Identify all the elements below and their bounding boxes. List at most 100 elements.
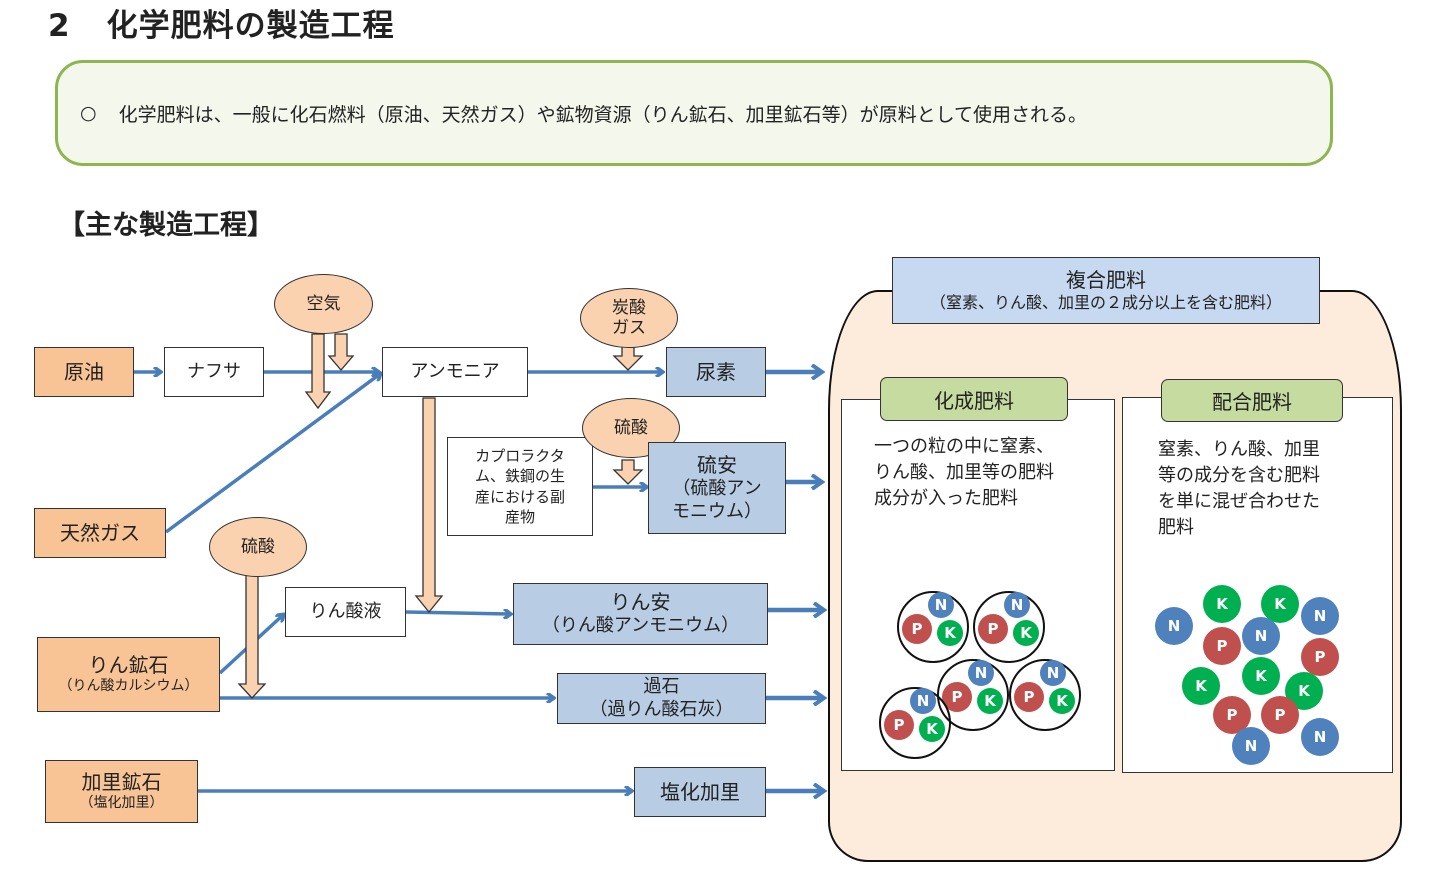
input-co2-line: ガス [612, 318, 646, 338]
diagram-subtitle: 【主な製造工程】 [58, 210, 274, 241]
product-potassium-chloride: 塩化加里 [634, 767, 766, 817]
raw-natural-gas: 天然ガス [34, 508, 166, 558]
phosphorus-particle: P [1261, 696, 1299, 734]
blended-fertilizer-label: 配合肥料 [1212, 390, 1292, 414]
raw-crude-oil-label: 原油 [64, 359, 104, 384]
block-arrow-co2 [612, 345, 644, 371]
product-ammonium-sulfate-note: （硫酸アン [672, 478, 762, 499]
input-sulfuric-acid-2-label: 硫酸 [241, 536, 275, 557]
phosphorus-particle: P [1301, 638, 1339, 676]
block-arrow-ammonia-down [414, 397, 444, 614]
blended-fertilizer-tag: 配合肥料 [1161, 379, 1343, 422]
raw-phosphate-rock: りん鉱石 （りん酸カルシウム） [37, 637, 220, 712]
granule [879, 687, 951, 759]
node-byproduct: カプロラクタ ム、鉄鋼の生 産における副 産物 [447, 437, 593, 536]
intro-text: 化学肥料は、一般に化石燃料（原油、天然ガス）や鉱物資源（りん鉱石、加里鉱石等）が… [118, 103, 1088, 126]
description-line: 窒素、りん酸、加里 [1158, 439, 1320, 460]
product-ammonium-phosphate: りん安 （りん酸アンモニウム） [513, 583, 768, 645]
raw-crude-oil: 原油 [34, 347, 134, 397]
granule [973, 591, 1045, 663]
potassium-particle: K [1182, 667, 1220, 705]
product-urea: 尿素 [666, 347, 766, 397]
compound-fertilizer-note: （窒素、りん酸、加里の２成分以上を含む肥料） [929, 293, 1282, 312]
phosphorus-particle: P [1203, 627, 1241, 665]
input-sulfuric-acid-1-label: 硫酸 [614, 417, 648, 438]
nitrogen-particle: N [910, 688, 936, 714]
byproduct-line: 産物 [504, 507, 535, 526]
raw-natural-gas-label: 天然ガス [60, 520, 140, 545]
nitrogen-particle: N [928, 592, 954, 618]
raw-potash-ore: 加里鉱石 （塩化加里） [45, 760, 198, 823]
description-line: 等の成分を含む肥料 [1158, 465, 1320, 487]
product-superphosphate-label: 過石 [643, 676, 680, 697]
input-air-label: 空気 [306, 293, 341, 314]
nitrogen-particle: N [1040, 660, 1066, 686]
granule [897, 591, 969, 663]
chemical-fertilizer-tag: 化成肥料 [880, 377, 1068, 421]
intro-box: ○ 化学肥料は、一般に化石燃料（原油、天然ガス）や鉱物資源（りん鉱石、加里鉱石等… [55, 60, 1333, 166]
block-arrow-air-2 [327, 333, 355, 371]
input-co2-line: 炭酸 [612, 297, 646, 318]
section-title: 化学肥料の製造工程 [106, 8, 395, 44]
block-arrow-sulfuric-1 [612, 459, 644, 485]
phosphorus-particle: P [1014, 682, 1044, 712]
node-naphtha-label: ナフサ [187, 360, 241, 382]
block-arrow-sulfuric-2 [237, 573, 267, 699]
node-naphtha: ナフサ [164, 347, 264, 397]
nitrogen-particle: N [1242, 617, 1280, 655]
byproduct-line: カプロラクタ [475, 447, 565, 465]
nitrogen-particle: N [968, 660, 994, 686]
nitrogen-particle: N [1301, 718, 1339, 756]
potassium-particle: K [1242, 657, 1280, 695]
raw-potash-ore-note: （塩化加里） [79, 795, 164, 812]
potassium-particle: K [1203, 585, 1241, 623]
blended-fertilizer-panel [1122, 397, 1393, 773]
node-phosphoric-acid-label: りん酸液 [309, 600, 382, 622]
product-urea-label: 尿素 [696, 359, 736, 384]
description-line: りん酸、加里等の肥料 [874, 462, 1054, 484]
phosphorus-particle: P [978, 614, 1008, 644]
potassium-particle: K [937, 620, 963, 646]
potassium-particle: K [1013, 620, 1039, 646]
byproduct-line: 産における副 [474, 487, 565, 506]
nitrogen-particle: N [1004, 592, 1030, 618]
input-sulfuric-acid-2: 硫酸 [209, 517, 307, 577]
potassium-particle: K [919, 716, 945, 742]
raw-phosphate-rock-note: （りん酸カルシウム） [58, 678, 199, 695]
description-line: 肥料 [1158, 517, 1194, 539]
potassium-particle: K [1285, 672, 1323, 710]
potassium-particle: K [1261, 585, 1299, 623]
section-number: 2 [48, 8, 71, 44]
product-superphosphate: 過石 （過りん酸石灰） [557, 673, 766, 724]
phosphorus-particle: P [902, 614, 932, 644]
compound-fertilizer-header: 複合肥料 （窒素、りん酸、加里の２成分以上を含む肥料） [892, 257, 1320, 324]
phosphorus-particle: P [884, 710, 914, 740]
chemical-fertilizer-description: 一つの粒の中に窒素、 りん酸、加里等の肥料 成分が入った肥料 [874, 434, 1054, 512]
compound-fertilizer-title: 複合肥料 [1066, 268, 1146, 292]
potassium-particle: K [977, 688, 1003, 714]
bullet-icon: ○ [80, 102, 97, 124]
description-line: 成分が入った肥料 [874, 488, 1018, 510]
byproduct-line: ム、鉄鋼の生 [474, 467, 565, 486]
chemical-fertilizer-label: 化成肥料 [934, 388, 1014, 413]
product-superphosphate-note: （過りん酸石灰） [589, 698, 734, 720]
node-phosphoric-acid: りん酸液 [285, 587, 406, 637]
nitrogen-particle: N [1155, 607, 1193, 645]
product-ammonium-phosphate-label: りん安 [610, 590, 671, 615]
product-ammonium-sulfate-note: モニウム） [672, 500, 762, 522]
input-air: 空気 [274, 274, 373, 334]
nitrogen-particle: N [1301, 597, 1339, 635]
node-ammonia: アンモニア [382, 347, 528, 397]
input-co2: 炭酸 ガス [580, 288, 678, 348]
arrow-phosphoric-to-ammonium-phosphate [405, 612, 510, 614]
potassium-particle: K [1049, 688, 1075, 714]
product-ammonium-sulfate: 硫安 （硫酸アン モニウム） [648, 442, 786, 534]
raw-potash-ore-label: 加里鉱石 [81, 770, 162, 795]
arrow-gas-to-ammonia [164, 374, 380, 534]
input-sulfuric-acid-1: 硫酸 [582, 398, 680, 458]
page-title: 2 化学肥料の製造工程 [48, 0, 395, 45]
description-line: を単に混ぜ合わせた [1158, 491, 1320, 513]
blended-fertilizer-description: 窒素、りん酸、加里 等の成分を含む肥料 を単に混ぜ合わせた 肥料 [1158, 437, 1320, 541]
raw-phosphate-rock-label: りん鉱石 [88, 653, 169, 678]
nitrogen-particle: N [1232, 727, 1270, 765]
